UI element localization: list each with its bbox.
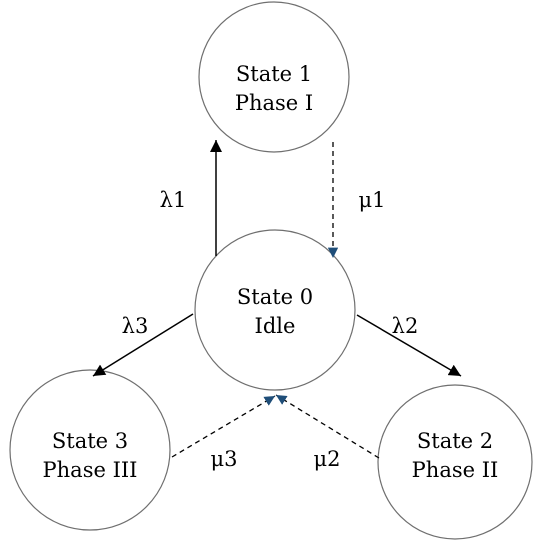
state-3-title: State 3	[52, 429, 128, 453]
state-2-subtitle: Phase II	[412, 458, 499, 482]
state-2-title: State 2	[417, 429, 493, 453]
lambda3-label: λ3	[122, 314, 149, 338]
lambda1-label: λ1	[160, 188, 187, 212]
state-1-title: State 1	[236, 62, 312, 86]
mu3-label: μ3	[210, 447, 237, 471]
state-1-subtitle: Phase I	[235, 91, 313, 115]
state-0-title: State 0	[237, 285, 313, 309]
mu1-label: μ1	[358, 188, 385, 212]
mu3-arrow	[171, 395, 276, 458]
state-0-circle	[194, 229, 356, 391]
state-0-subtitle: Idle	[255, 314, 296, 338]
lambda2-label: λ2	[392, 314, 419, 338]
state-2-circle	[377, 384, 533, 540]
state-3-circle	[9, 369, 171, 531]
mu2-arrow	[275, 394, 380, 459]
state-3-subtitle: Phase III	[43, 458, 138, 482]
lambda2-arrow	[356, 314, 462, 377]
mu2-label: μ2	[313, 447, 340, 471]
state-1-circle	[198, 1, 350, 153]
lambda3-arrow	[92, 313, 194, 377]
